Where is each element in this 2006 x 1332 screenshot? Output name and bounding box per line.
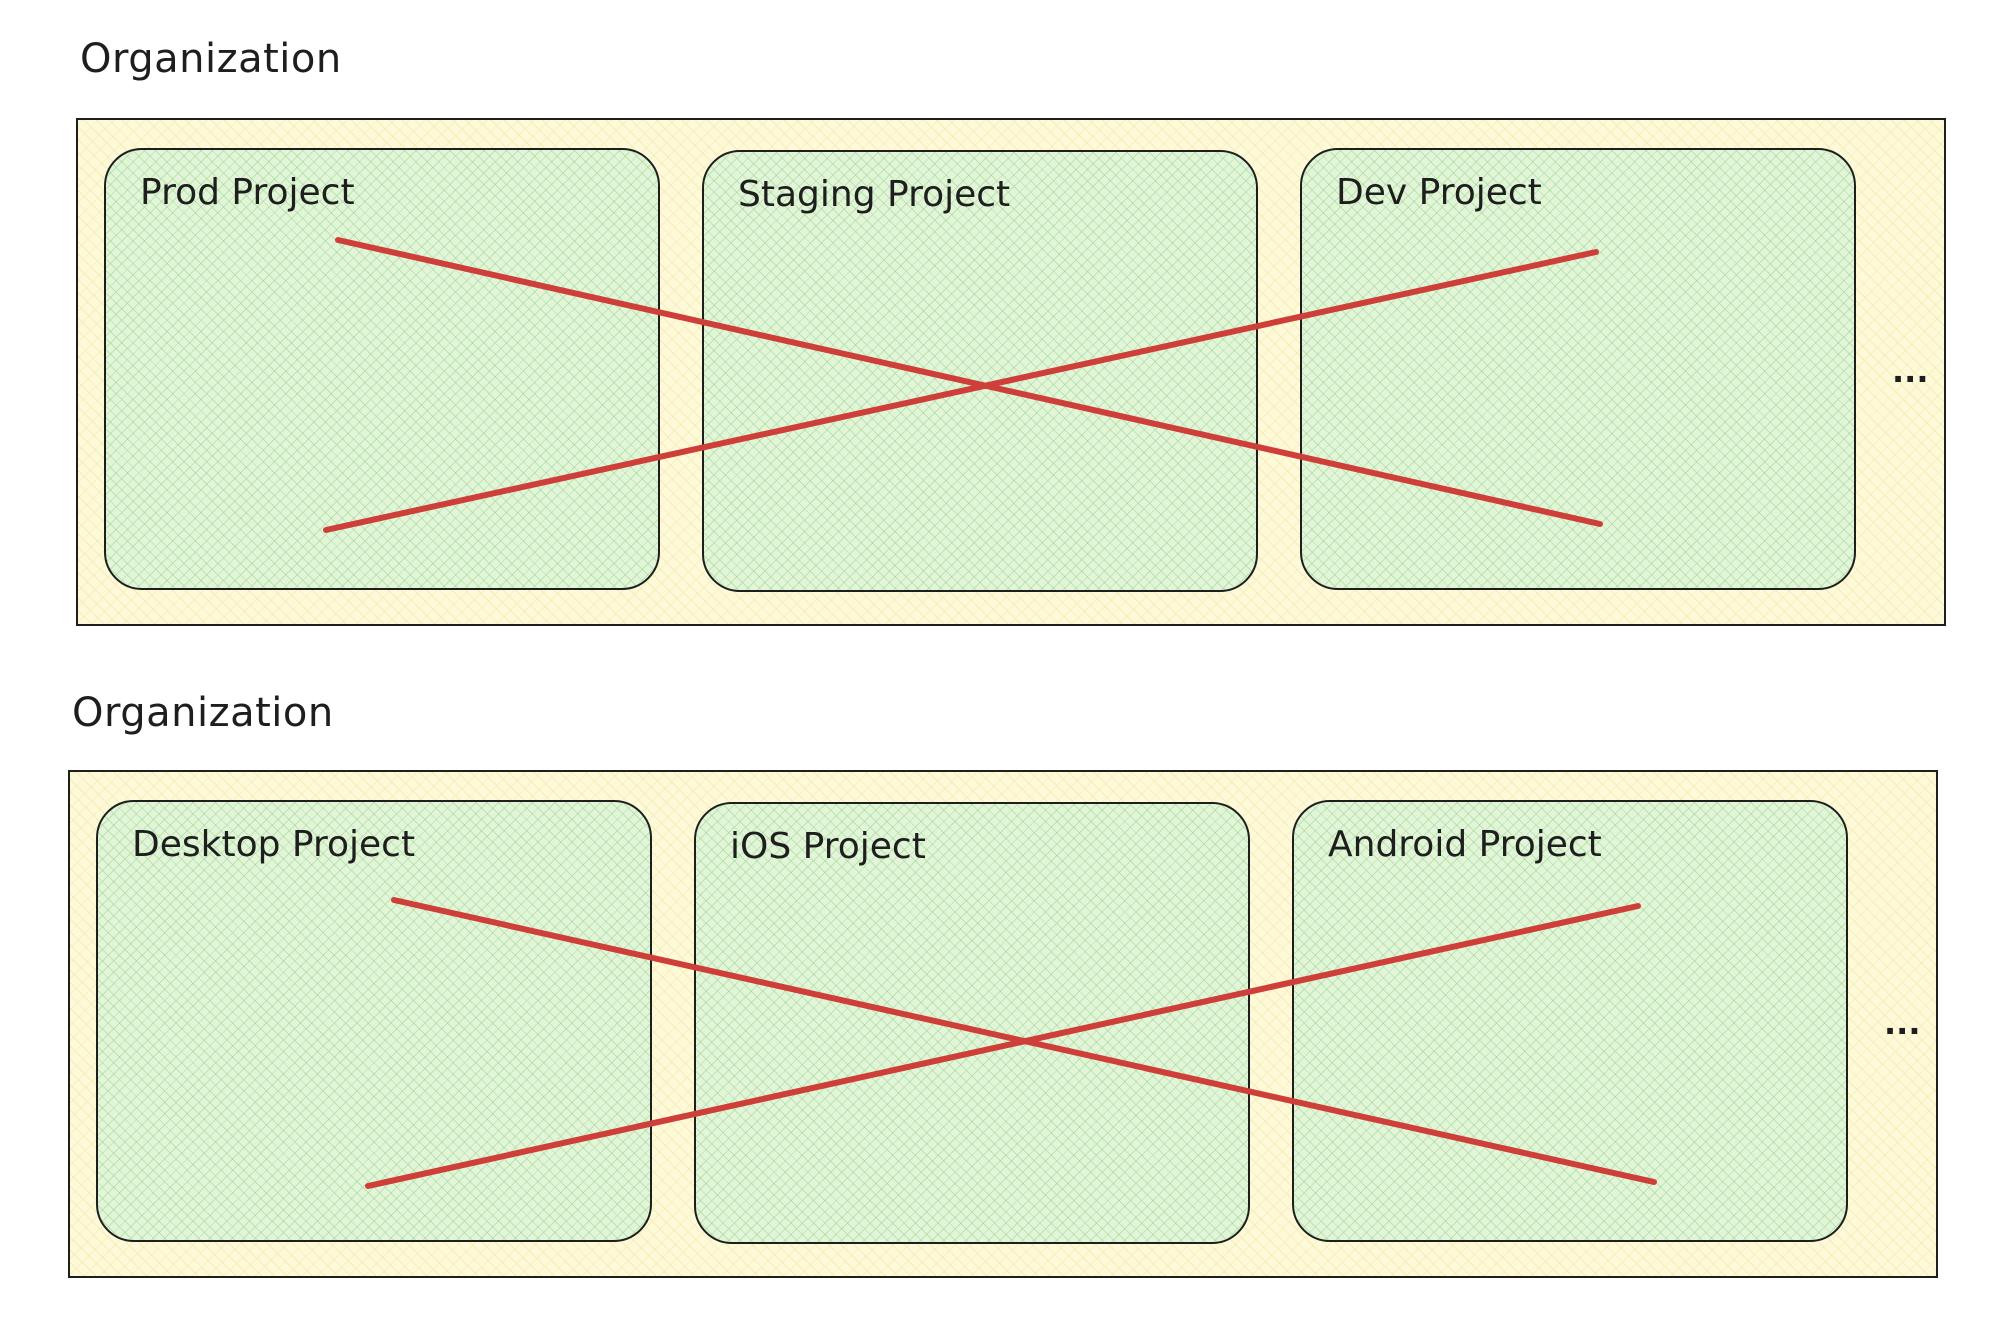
project-label: Android Project — [1328, 824, 1602, 865]
project-prod: Prod Project — [104, 148, 660, 590]
project-ios: iOS Project — [694, 802, 1250, 1244]
project-label: Dev Project — [1336, 172, 1542, 213]
project-dev: Dev Project — [1300, 148, 1856, 590]
organization-title-2: Organization — [72, 690, 334, 736]
project-label: Desktop Project — [132, 824, 416, 865]
more-projects-ellipsis: ... — [1884, 1004, 1921, 1042]
organization-box-1: Prod Project Staging Project Dev Project… — [76, 118, 1946, 626]
organization-box-2: Desktop Project iOS Project Android Proj… — [68, 770, 1938, 1278]
project-desktop: Desktop Project — [96, 800, 652, 1242]
organization-title-1: Organization — [80, 36, 342, 82]
project-label: Prod Project — [140, 172, 355, 213]
project-android: Android Project — [1292, 800, 1848, 1242]
project-staging: Staging Project — [702, 150, 1258, 592]
project-label: Staging Project — [738, 174, 1011, 215]
project-label: iOS Project — [730, 826, 926, 867]
more-projects-ellipsis: ... — [1892, 352, 1929, 390]
